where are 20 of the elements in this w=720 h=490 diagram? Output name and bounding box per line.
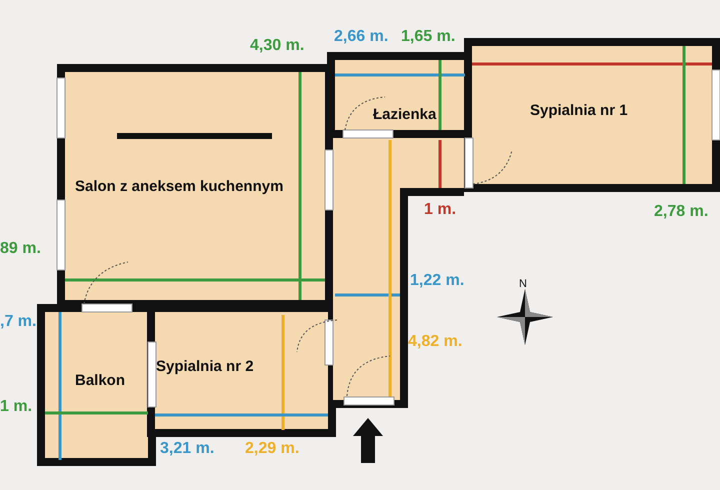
- room-floor: [464, 38, 720, 192]
- room-name: Balkon: [75, 372, 126, 389]
- dimension-label: 1 m.: [424, 201, 456, 219]
- room-name: Sypialnia nr 1: [530, 102, 628, 119]
- dimension-label: 1,65 m.: [401, 28, 456, 46]
- compass-north-label: N: [519, 278, 527, 290]
- room-name: Sypialnia nr 2: [156, 358, 254, 375]
- dimension-label: 4,30 m.: [250, 37, 304, 55]
- dimension-label: 2,29 m.: [245, 440, 300, 458]
- room-name: Salon z aneksem kuchennym: [75, 178, 284, 195]
- room-floor: [327, 52, 464, 138]
- dimension-label: 2,78 m.: [654, 203, 708, 221]
- dimension-label: 89 m.: [0, 240, 41, 258]
- dimension-label: 3,21 m.: [160, 440, 214, 458]
- dimension-label: 2,66 m.: [334, 28, 388, 46]
- room-name: Łazienka: [373, 106, 436, 123]
- dimension-label: 1,22 m.: [410, 272, 464, 290]
- dimension-label: 1 m.: [0, 398, 32, 416]
- dimension-label: ,7 m.: [0, 313, 36, 331]
- dimension-label: 4,82 m.: [408, 333, 462, 351]
